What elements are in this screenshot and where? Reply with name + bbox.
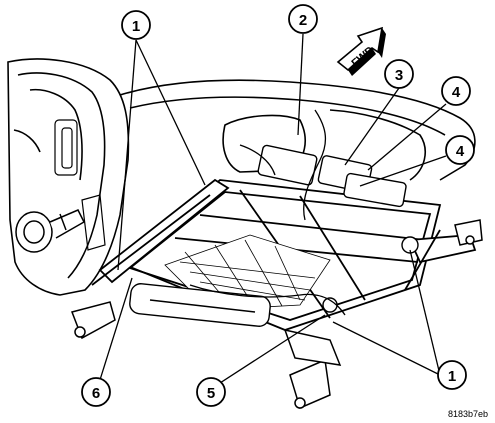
callout-1-top-left: 1 [121, 10, 151, 40]
callout-3: 3 [384, 59, 414, 89]
callout-label: 4 [456, 143, 465, 160]
side-shield-slots [54, 119, 106, 251]
seat-back-outline [7, 58, 130, 296]
seat-cushion-outline [119, 79, 476, 181]
forward-direction-arrow: FWD [336, 26, 386, 76]
callout-4-upper: 4 [441, 76, 471, 106]
figure-reference-code: 8183b7eb [448, 409, 488, 419]
callout-label: 1 [448, 368, 456, 385]
callout-1-bottom-right: 1 [437, 360, 467, 390]
wire-harness [189, 109, 346, 316]
leader-lines [98, 33, 447, 384]
callout-4-lower: 4 [445, 135, 475, 165]
callout-label: 4 [452, 84, 461, 101]
callout-label: 6 [92, 385, 100, 402]
recliner-knob [15, 209, 85, 253]
callout-label: 2 [299, 12, 307, 29]
callout-6: 6 [81, 377, 111, 407]
callout-label: 1 [132, 18, 140, 35]
callout-label: 5 [207, 385, 215, 402]
mounting-feet [70, 219, 483, 410]
callout-2: 2 [288, 4, 318, 34]
callout-5: 5 [196, 377, 226, 407]
callout-label: 3 [395, 67, 403, 84]
